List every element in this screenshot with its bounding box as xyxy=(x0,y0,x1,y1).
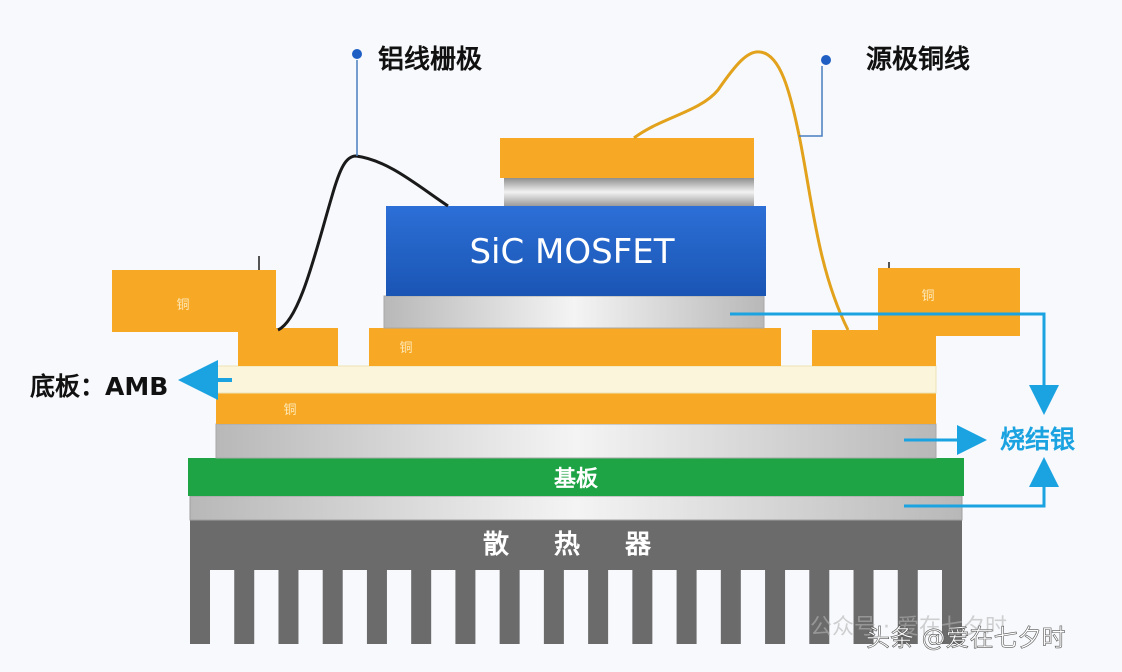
heatsink-label: 散 热 器 xyxy=(483,530,669,560)
substrate-label: 基板 xyxy=(554,467,599,492)
heatsink-fin xyxy=(720,568,741,644)
heatsink-fin xyxy=(765,568,786,644)
chip-label: SiC MOSFET xyxy=(469,232,674,272)
sinter-layer-chip xyxy=(383,295,765,329)
sinter-layer-middle xyxy=(215,423,937,459)
heatsink-fin xyxy=(234,568,255,644)
heatsink-fin xyxy=(499,568,520,644)
sinter-arrow-bottom xyxy=(904,457,1059,508)
heatsink-fins xyxy=(190,568,962,644)
heatsink-fin xyxy=(588,568,609,644)
heatsink-body xyxy=(190,520,962,570)
heatsink-fin xyxy=(366,568,387,644)
amb-ceramic xyxy=(215,365,937,394)
center-copper-pad xyxy=(369,328,781,366)
heatsink-fin xyxy=(632,568,653,644)
sinter-layer-top xyxy=(504,178,754,206)
gate-wire-label: 铝线栅极 xyxy=(378,44,483,75)
center-copper-label: 铜 xyxy=(399,341,412,356)
source-wire-label: 源极铜线 xyxy=(866,45,970,75)
heatsink-fin xyxy=(676,568,697,644)
baseplate-label: 底板：AMB xyxy=(30,372,168,401)
heatsink-fin xyxy=(942,568,962,644)
heatsink-fin xyxy=(190,568,210,644)
sinter-layer-bottom xyxy=(189,495,963,521)
heatsink-fin xyxy=(278,568,299,644)
heatsink-fin xyxy=(455,568,476,644)
heatsink-fin xyxy=(543,568,564,644)
aluminum-gate-wire xyxy=(277,154,449,332)
left-copper-label: 铜 xyxy=(176,298,189,313)
heatsink-fin xyxy=(809,568,830,644)
top-copper-clip xyxy=(500,138,754,178)
amb-bottom-copper xyxy=(216,393,936,424)
sinter-silver-label: 烧结银 xyxy=(1000,425,1076,454)
heatsink: 散 热 器 xyxy=(190,520,962,644)
amb-bottom-copper-label: 铜 xyxy=(283,403,296,418)
right-copper-terminal xyxy=(812,268,1020,366)
gate-wire-leader-dot xyxy=(352,49,362,59)
sic-mosfet-chip xyxy=(386,206,766,296)
left-copper-terminal xyxy=(112,270,338,366)
substrate xyxy=(188,458,964,496)
heatsink-fin xyxy=(411,568,432,644)
right-copper-label: 铜 xyxy=(921,289,934,304)
sinter-arrow-top xyxy=(730,312,1059,415)
watermark-faint: 公众号 · 爱在七夕时 xyxy=(810,615,1007,640)
copper-source-wire xyxy=(633,50,850,331)
heatsink-fin xyxy=(853,568,874,644)
heatsink-fin xyxy=(897,568,918,644)
heatsink-fin xyxy=(322,568,343,644)
source-wire-leader xyxy=(799,66,823,137)
source-wire-leader-dot xyxy=(821,55,831,65)
watermark-main: 头条 @爱在七夕时 xyxy=(866,624,1066,652)
